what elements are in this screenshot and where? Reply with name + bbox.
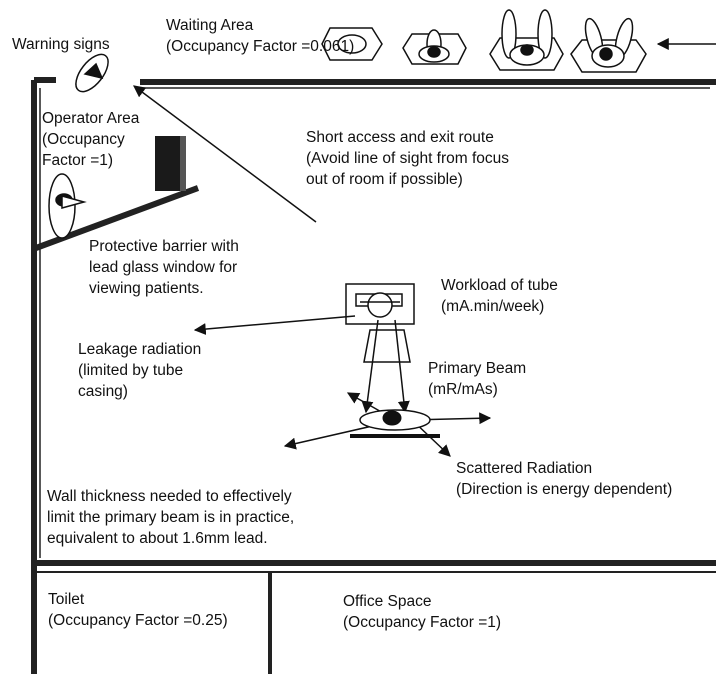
patient-table-icon: [350, 409, 440, 438]
scattered-radiation-label: Scattered Radiation (Direction is energy…: [456, 460, 673, 498]
operator-person-icon: [48, 173, 87, 239]
person-top-view-icon: [570, 17, 647, 73]
waiting-area-label: Waiting Area (Occupancy Factor =0.061): [166, 17, 355, 55]
leakage-label: Leakage radiation (limited by tube casin…: [78, 341, 202, 400]
xray-tube-icon: [345, 283, 415, 363]
toilet-label: Toilet (Occupancy Factor =0.25): [48, 591, 228, 629]
person-top-view-icon: [402, 29, 467, 65]
office-space-label: Office Space (Occupancy Factor =1): [343, 593, 502, 631]
primary-beam-label: Primary Beam (mR/mAs): [428, 360, 527, 398]
access-route-label: Short access and exit route (Avoid line …: [306, 129, 510, 188]
operator-area-label: Operator Area (Occupancy Factor =1): [42, 110, 140, 169]
workload-label: Workload of tube (mA.min/week): [441, 277, 558, 315]
wall-thickness-label: Wall thickness needed to effectively lim…: [47, 488, 295, 547]
warning-signs-label: Warning signs: [12, 36, 110, 53]
person-top-view-icon: [321, 27, 383, 61]
barrier-label: Protective barrier with lead glass windo…: [89, 238, 239, 297]
person-top-view-icon: [489, 9, 564, 71]
waiting-area-people: [321, 9, 647, 73]
room-walls: [31, 77, 716, 674]
warning-sign-icon: [75, 53, 109, 93]
